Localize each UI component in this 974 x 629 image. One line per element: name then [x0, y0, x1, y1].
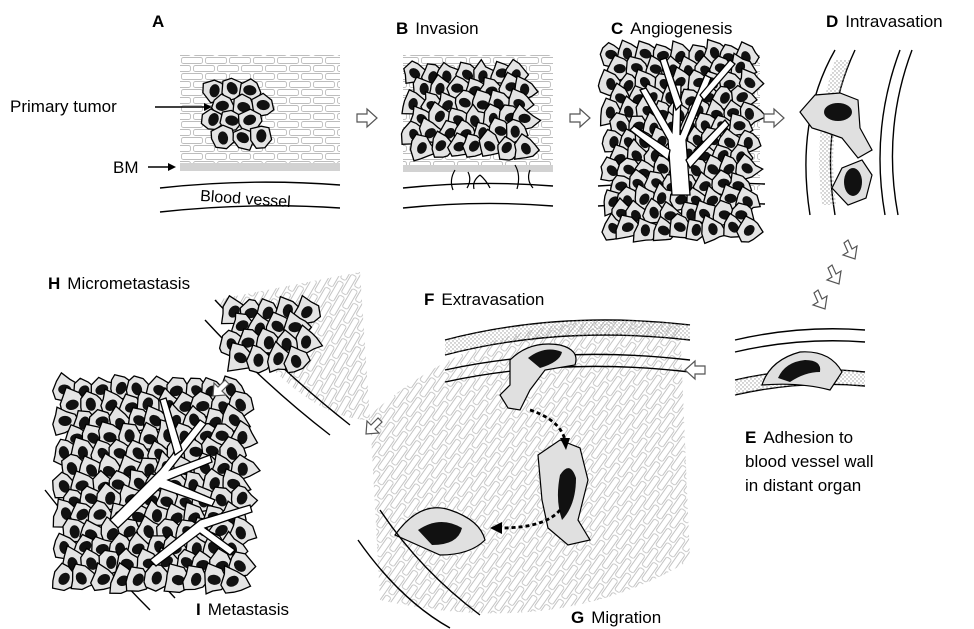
panel-i-metastasis	[45, 373, 260, 610]
arrow-e-to-f	[685, 361, 705, 379]
label-b-text: Invasion	[415, 19, 478, 38]
panel-f-extravasation	[340, 300, 720, 628]
panel-d-intravasation	[800, 50, 912, 215]
label-e-line3: in distant organ	[745, 474, 945, 498]
label-i: I Metastasis	[196, 600, 289, 620]
vessel-wall-top-inner	[735, 341, 865, 352]
arrow-d-to-e-3	[813, 290, 827, 309]
label-a: A	[152, 12, 171, 32]
cell-nucleus	[238, 463, 248, 476]
label-c-letter: C	[611, 19, 623, 38]
blood-vessel-wall-lower	[403, 203, 553, 208]
label-primary-tumor: Primary tumor	[10, 97, 117, 117]
nucleus	[824, 103, 852, 121]
cell-nucleus	[614, 64, 626, 73]
nucleus	[844, 168, 862, 196]
micrometastasis-cells	[220, 296, 323, 373]
arrow-c-to-d	[764, 109, 784, 127]
bm-arrowhead	[168, 163, 176, 171]
invading-tumor-cells	[402, 60, 541, 161]
arrow-a-to-b	[357, 109, 377, 127]
cell-nucleus	[58, 416, 71, 426]
label-d-letter: D	[826, 12, 838, 31]
label-f-letter: F	[424, 290, 434, 309]
vessel-wall-inner-right	[880, 50, 900, 215]
label-e-text: Adhesion to	[763, 428, 853, 447]
panel-a-primary-tumor	[148, 55, 340, 212]
label-h-text: Micrometastasis	[67, 274, 190, 293]
label-g-text: Migration	[591, 608, 661, 627]
label-f-text: Extravasation	[441, 290, 544, 309]
arrow-d-to-e-1	[843, 240, 857, 259]
label-bm: BM	[113, 158, 139, 178]
label-b: B Invasion	[396, 19, 479, 39]
basement-membrane	[180, 163, 340, 171]
label-f: F Extravasation	[424, 290, 544, 310]
arrow-d-to-e-2	[827, 265, 841, 284]
panel-e-adhesion	[735, 329, 865, 395]
label-g: G Migration	[571, 608, 661, 628]
label-h-letter: H	[48, 274, 60, 293]
label-e-line1: E Adhesion to	[745, 426, 945, 450]
label-c: C Angiogenesis	[611, 19, 732, 39]
vessel-wall-outer-right	[892, 50, 912, 215]
arrow-b-to-c	[570, 109, 590, 127]
panel-c-angiogenesis	[598, 40, 766, 244]
label-i-letter: I	[196, 600, 201, 619]
label-d: D Intravasation	[826, 12, 943, 32]
label-c-text: Angiogenesis	[630, 19, 732, 38]
label-e-letter: E	[745, 428, 756, 447]
vessel-wall-top	[735, 329, 865, 340]
label-a-letter: A	[152, 12, 164, 31]
basement-membrane	[403, 165, 553, 172]
label-d-text: Intravasation	[845, 12, 942, 31]
intravasating-cell	[800, 93, 872, 158]
blood-vessel-wall-upper	[160, 182, 340, 188]
label-b-letter: B	[396, 19, 408, 38]
panel-b-invasion	[402, 55, 554, 208]
label-e-line2: blood vessel wall	[745, 450, 945, 474]
label-g-letter: G	[571, 608, 584, 627]
label-h: H Micrometastasis	[48, 274, 190, 294]
label-i-text: Metastasis	[208, 600, 289, 619]
label-e: E Adhesion to blood vessel wall in distan…	[745, 426, 945, 498]
